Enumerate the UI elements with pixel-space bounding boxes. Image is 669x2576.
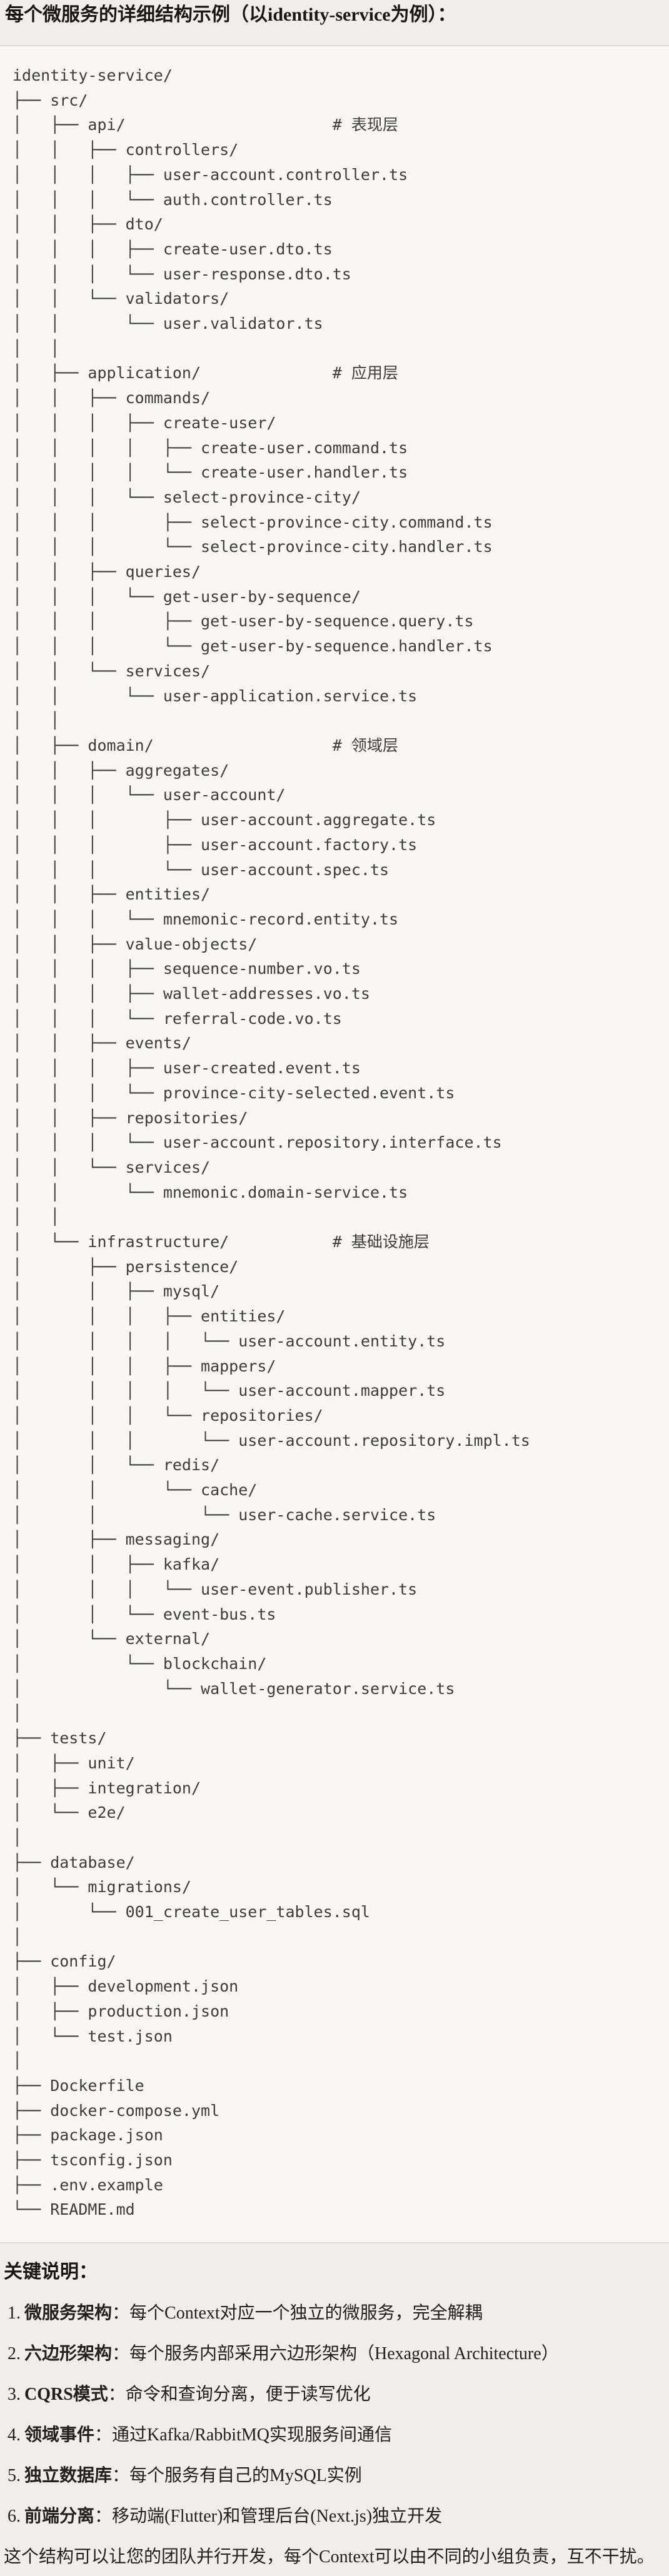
note-label: CQRS模式 [24,2385,108,2405]
note-label: 独立数据库 [24,2466,113,2486]
code-block: identity-service/ ├── src/ │ ├── api/ # … [0,45,669,2244]
note-number: 1. [8,2303,21,2323]
notes-heading: 关键说明： [4,2262,98,2283]
note-text: ：每个服务有自己的MySQL实例 [112,2466,362,2486]
note-number: 4. [8,2425,21,2445]
notes-section: 关键说明： 1.微服务架构：每个Context对应一个独立的微服务，完全解耦 2… [0,2261,669,2567]
note-text: ：每个服务内部采用六边形架构（Hexagonal Architecture） [112,2344,559,2364]
note-label: 领域事件 [24,2425,95,2445]
notes-list: 1.微服务架构：每个Context对应一个独立的微服务，完全解耦 2.六边形架构… [4,2303,661,2527]
note-number: 3. [8,2385,21,2405]
note-text: ：通过Kafka/RabbitMQ实现服务间通信 [94,2425,392,2445]
note-item: 5.独立数据库：每个服务有自己的MySQL实例 [4,2466,661,2486]
note-item: 6.前端分离：移动端(Flutter)和管理后台(Next.js)独立开发 [4,2507,661,2527]
closing-paragraph: 这个结构可以让您的团队并行开发，每个Context可以由不同的小组负责，互不干扰… [4,2547,655,2567]
page-title: 每个微服务的详细结构示例（以identity-service为例）： [5,4,456,25]
note-item: 1.微服务架构：每个Context对应一个独立的微服务，完全解耦 [4,2303,661,2323]
note-label: 六边形架构 [24,2344,113,2364]
note-number: 5. [8,2466,21,2486]
note-number: 6. [8,2507,21,2527]
note-item: 2.六边形架构：每个服务内部采用六边形架构（Hexagonal Architec… [4,2344,661,2364]
note-item: 4.领域事件：通过Kafka/RabbitMQ实现服务间通信 [4,2425,661,2445]
file-tree: identity-service/ ├── src/ │ ├── api/ # … [13,66,530,2219]
note-text: ：命令和查询分离，便于读写优化 [108,2385,371,2405]
note-number: 2. [8,2344,21,2364]
note-text: ：移动端(Flutter)和管理后台(Next.js)独立开发 [94,2507,443,2527]
note-label: 前端分离 [24,2507,95,2527]
note-item: 3.CQRS模式：命令和查询分离，便于读写优化 [4,2385,661,2405]
note-text: ：每个Context对应一个独立的微服务，完全解耦 [112,2303,483,2323]
note-label: 微服务架构 [24,2303,113,2323]
